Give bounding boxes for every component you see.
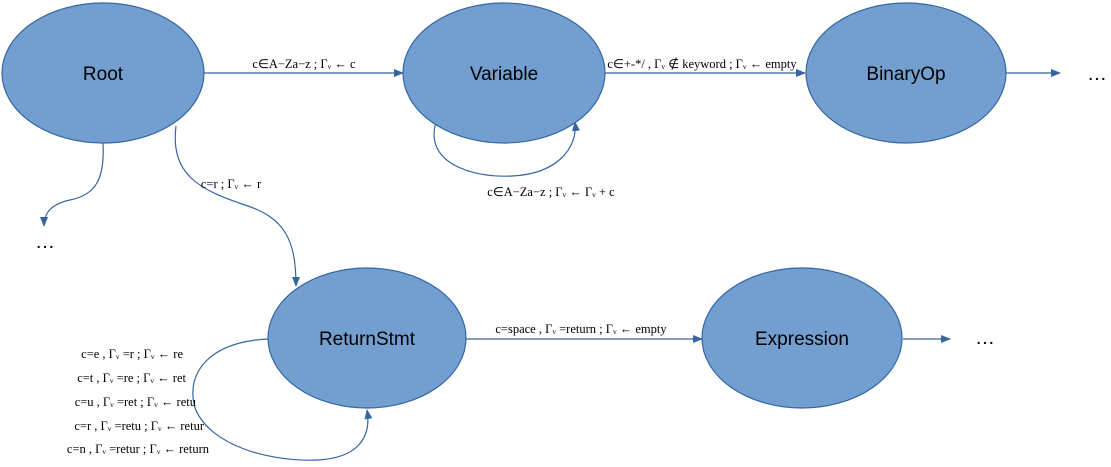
edge-root-to-returnstmt <box>174 125 300 287</box>
edge-returnstmt-self-loop <box>192 338 373 461</box>
node-returnstmt-label: ReturnStmt <box>319 329 416 350</box>
node-binaryop: BinaryOp <box>805 2 1007 144</box>
ellipsis-after-root: … <box>35 231 55 253</box>
edge-root-to-ellipsis <box>40 142 104 227</box>
edge-label-returnstmt-self-line: c=t , Γᵥ =re ; Γᵥ ← ret <box>77 371 186 385</box>
node-variable: Variable <box>402 2 606 144</box>
edge-label-root-to-returnstmt: c=r ; Γᵥ ← r <box>201 177 262 191</box>
edge-label-returnstmt-self-line: c=n , Γᵥ =retur ; Γᵥ ← return <box>67 442 210 456</box>
ellipsis-after-expression: … <box>975 327 995 349</box>
edge-label-root-to-variable: c∈A−Za−z ; Γᵥ ← c <box>252 57 356 71</box>
edge-label-returnstmt-self-line: c=u , Γᵥ =ret ; Γᵥ ← retu <box>75 395 197 409</box>
ellipsis-after-binaryop: … <box>1087 63 1107 85</box>
node-variable-label: Variable <box>470 64 538 85</box>
edge-label-returnstmt-self-line: c=r , Γᵥ =retu ; Γᵥ ← retur <box>74 419 204 433</box>
node-returnstmt: ReturnStmt <box>267 267 467 409</box>
edge-label-variable-self: c∈A−Za−z ; Γᵥ ← Γᵥ + c <box>487 185 615 199</box>
node-binaryop-label: BinaryOp <box>866 64 945 85</box>
node-root-label: Root <box>83 64 124 85</box>
returnstmt-self-loop-labels: c=e , Γᵥ =r ; Γᵥ ← re c=t , Γᵥ =re ; Γᵥ … <box>67 347 210 456</box>
edge-label-returnstmt-to-expression: c=space , Γᵥ =return ; Γᵥ ← empty <box>495 322 667 336</box>
edge-label-returnstmt-self-line: c=e , Γᵥ =r ; Γᵥ ← re <box>81 347 183 361</box>
node-root: Root <box>1 2 205 144</box>
node-expression: Expression <box>701 267 903 409</box>
node-expression-label: Expression <box>755 329 849 350</box>
edge-label-variable-to-binaryop: c∈+-*/ , Γᵥ ∉ keyword ; Γᵥ ← empty <box>607 57 797 71</box>
edge-variable-self-loop <box>433 121 580 177</box>
